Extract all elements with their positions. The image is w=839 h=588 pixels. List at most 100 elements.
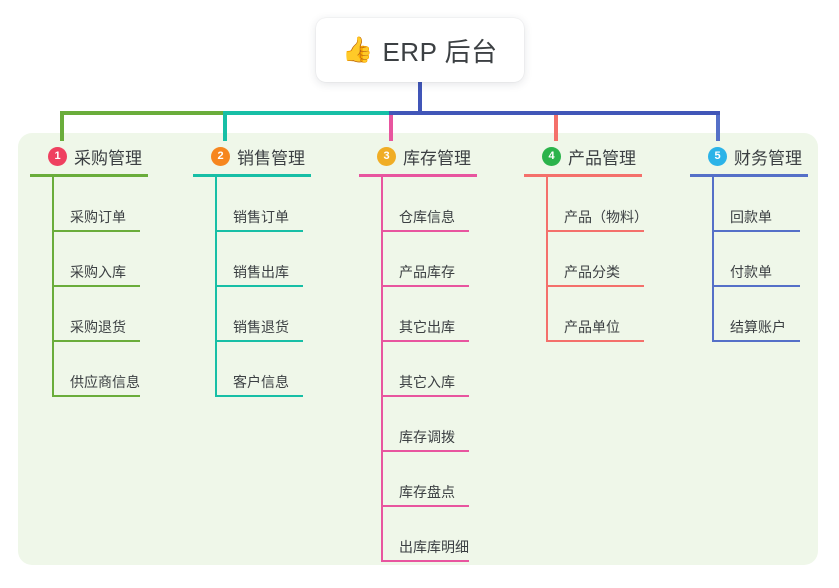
column-badge-icon-2: 2 — [211, 146, 230, 166]
column-title-3: 库存管理 — [403, 148, 471, 168]
connector-trunk-vertical — [418, 82, 422, 113]
leaf-item-label: 采购退货 — [70, 319, 126, 335]
leaf-item-rule — [52, 395, 140, 397]
leaf-item[interactable]: 仓库信息 — [381, 177, 529, 232]
leaf-trunk-5 — [712, 177, 714, 342]
leaf-item-label: 供应商信息 — [70, 374, 140, 390]
leaf-item-label: 产品库存 — [399, 264, 455, 280]
leaf-item-label: 销售出库 — [233, 264, 289, 280]
leaf-item-label: 产品（物料） — [564, 209, 648, 225]
column-5: 5 财务管理回款单付款单结算账户 — [690, 141, 839, 342]
leaf-item-rule — [712, 340, 800, 342]
leaf-item[interactable]: 产品单位 — [546, 287, 694, 342]
leaf-item[interactable]: 采购入库 — [52, 232, 195, 287]
leaf-list-2: 销售订单销售出库销售退货客户信息 — [193, 177, 358, 397]
column-badge-icon-3: 3 — [377, 146, 396, 166]
leaf-item[interactable]: 库存调拨 — [381, 397, 529, 452]
column-rule-5 — [690, 174, 808, 177]
leaf-item-rule — [546, 285, 644, 287]
leaf-item[interactable]: 产品分类 — [546, 232, 694, 287]
leaf-item[interactable]: 其它出库 — [381, 287, 529, 342]
leaf-item-rule — [712, 230, 800, 232]
column-title-1: 采购管理 — [74, 148, 142, 168]
leaf-item-label: 销售订单 — [233, 209, 289, 225]
leaf-list-4: 产品（物料） 产品分类产品单位 — [524, 177, 694, 342]
leaf-item[interactable]: 回款单 — [712, 177, 839, 232]
leaf-item[interactable]: 采购退货 — [52, 287, 195, 342]
leaf-item-label: 库存盘点 — [399, 484, 455, 500]
bus-segment-2 — [223, 111, 389, 115]
leaf-list-5: 回款单付款单结算账户 — [690, 177, 839, 342]
leaf-item-label: 产品单位 — [564, 319, 620, 335]
column-title-4: 产品管理 — [568, 148, 636, 168]
column-header-3[interactable]: 3 库存管理 — [359, 141, 529, 171]
column-header-1[interactable]: 1 采购管理 — [30, 141, 195, 171]
leaf-item-rule — [52, 285, 140, 287]
column-badge-icon-1: 1 — [48, 146, 67, 166]
leaf-list-1: 采购订单采购入库采购退货供应商信息 — [30, 177, 195, 397]
leaf-item[interactable]: 结算账户 — [712, 287, 839, 342]
leaf-item[interactable]: 采购订单 — [52, 177, 195, 232]
column-header-2[interactable]: 2 销售管理 — [193, 141, 358, 171]
root-node-title: ERP 后台 — [382, 36, 498, 67]
leaf-item-label: 其它出库 — [399, 319, 455, 335]
connector-drop-2 — [223, 113, 227, 141]
leaf-item[interactable]: 其它入库 — [381, 342, 529, 397]
leaf-trunk-2 — [215, 177, 217, 397]
column-2: 2 销售管理销售订单销售出库销售退货客户信息 — [193, 141, 358, 397]
connector-drop-3 — [389, 113, 393, 141]
leaf-item[interactable]: 出库库明细 — [381, 507, 529, 562]
leaf-trunk-3 — [381, 177, 383, 562]
column-title-2: 销售管理 — [237, 148, 305, 168]
leaf-item[interactable]: 供应商信息 — [52, 342, 195, 397]
leaf-item-rule — [381, 560, 469, 562]
column-badge-icon-5: 5 — [708, 146, 727, 166]
leaf-item[interactable]: 销售订单 — [215, 177, 358, 232]
leaf-item[interactable]: 销售出库 — [215, 232, 358, 287]
leaf-item-label: 仓库信息 — [399, 209, 455, 225]
leaf-item[interactable]: 库存盘点 — [381, 452, 529, 507]
column-rule-4 — [524, 174, 642, 177]
leaf-item-rule — [215, 230, 303, 232]
column-header-5[interactable]: 5 财务管理 — [690, 141, 839, 171]
leaf-item-label: 其它入库 — [399, 374, 455, 390]
leaf-list-3: 仓库信息产品库存其它出库其它入库库存调拨库存盘点出库库明细 — [359, 177, 529, 562]
leaf-item-rule — [381, 285, 469, 287]
column-title-5: 财务管理 — [734, 148, 802, 168]
leaf-item-label: 付款单 — [730, 264, 772, 280]
leaf-item[interactable]: 销售退货 — [215, 287, 358, 342]
leaf-item-rule — [215, 285, 303, 287]
leaf-trunk-1 — [52, 177, 54, 397]
leaf-item-label: 产品分类 — [564, 264, 620, 280]
leaf-item-rule — [546, 340, 644, 342]
leaf-item[interactable]: 客户信息 — [215, 342, 358, 397]
leaf-item[interactable]: 付款单 — [712, 232, 839, 287]
column-rule-1 — [30, 174, 148, 177]
column-1: 1 采购管理采购订单采购入库采购退货供应商信息 — [30, 141, 195, 397]
leaf-item-rule — [215, 340, 303, 342]
leaf-item-rule — [52, 230, 140, 232]
leaf-item-rule — [381, 230, 469, 232]
leaf-item-label: 结算账户 — [730, 319, 786, 335]
bus-segment-3 — [389, 111, 720, 115]
leaf-item-label: 采购订单 — [70, 209, 126, 225]
leaf-item-rule — [381, 340, 469, 342]
leaf-item-rule — [215, 395, 303, 397]
bus-segment-1 — [60, 111, 223, 115]
leaf-item[interactable]: 产品库存 — [381, 232, 529, 287]
leaf-trunk-4 — [546, 177, 548, 342]
leaf-item-rule — [546, 230, 644, 232]
leaf-item-rule — [381, 450, 469, 452]
leaf-item-label: 销售退货 — [233, 319, 289, 335]
connector-drop-4 — [554, 113, 558, 141]
leaf-item-rule — [381, 505, 469, 507]
mindmap-panel — [18, 133, 818, 565]
thumbs-up-icon: 👍 — [342, 35, 374, 64]
leaf-item-label: 回款单 — [730, 209, 772, 225]
leaf-item[interactable]: 产品（物料） — [546, 177, 694, 232]
leaf-item-rule — [712, 285, 800, 287]
connector-drop-5 — [716, 113, 720, 141]
root-node-card[interactable]: 👍 ERP 后台 — [316, 18, 524, 82]
